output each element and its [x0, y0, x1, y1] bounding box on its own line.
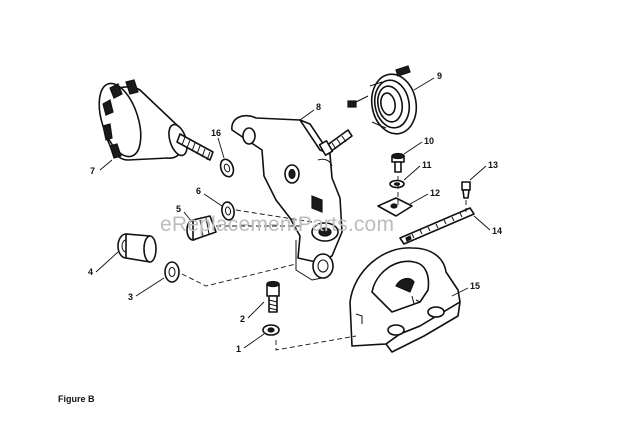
part-12-pointer	[377, 197, 413, 217]
callout-15: 15	[470, 281, 480, 291]
part-10-screw	[391, 152, 405, 173]
leader-15	[451, 287, 469, 297]
callout-1: 1	[236, 344, 241, 354]
part-1-washer	[262, 324, 280, 336]
part-6-washer	[221, 201, 235, 221]
callout-2: 2	[240, 314, 245, 324]
leader-12	[409, 193, 429, 205]
leader-3	[135, 277, 165, 297]
leader-4	[95, 251, 119, 273]
leader-16	[217, 137, 225, 159]
part-9-spring	[347, 65, 418, 135]
part-4-pin	[117, 233, 157, 263]
part-11-washer	[389, 179, 405, 189]
part-15-base	[349, 247, 461, 353]
callout-6: 6	[196, 186, 201, 196]
callout-4: 4	[88, 267, 93, 277]
part-5-screw	[186, 215, 217, 241]
part-16-washer	[219, 158, 235, 178]
part-7-knob	[98, 79, 188, 161]
leader-8	[299, 109, 315, 121]
callout-11: 11	[422, 160, 432, 170]
leader-2	[247, 301, 265, 319]
knob-screw	[176, 133, 214, 161]
watermark: eReplacementParts.com	[160, 213, 394, 236]
figure-caption: Figure B	[58, 394, 95, 404]
leader-14	[473, 215, 491, 231]
part-2-screw	[266, 280, 280, 313]
leader-1	[243, 333, 265, 349]
part-3-washer	[164, 261, 180, 283]
callout-3: 3	[128, 292, 133, 302]
leader-9	[413, 77, 435, 91]
leader-7	[99, 159, 113, 171]
leader-10	[403, 141, 423, 155]
leader-6	[203, 193, 223, 207]
callout-14: 14	[492, 226, 502, 236]
callout-9: 9	[437, 71, 442, 81]
part-14-scale	[399, 207, 475, 245]
callout-12: 12	[430, 188, 440, 198]
part-8-bracket	[231, 114, 343, 281]
callout-5: 5	[176, 204, 181, 214]
leader-11	[403, 165, 421, 181]
callout-10: 10	[424, 136, 434, 146]
part-13-screw	[461, 181, 471, 199]
assembly-line-3	[181, 263, 297, 287]
callout-16: 16	[211, 128, 221, 138]
callout-13: 13	[488, 160, 498, 170]
leader-5	[183, 211, 193, 223]
callout-8: 8	[316, 102, 321, 112]
leader-13	[469, 165, 487, 181]
callout-7: 7	[90, 166, 95, 176]
assembly-line-6	[235, 209, 313, 223]
assembly-line-2	[275, 335, 357, 351]
bracket-pivot-screw	[318, 129, 353, 156]
